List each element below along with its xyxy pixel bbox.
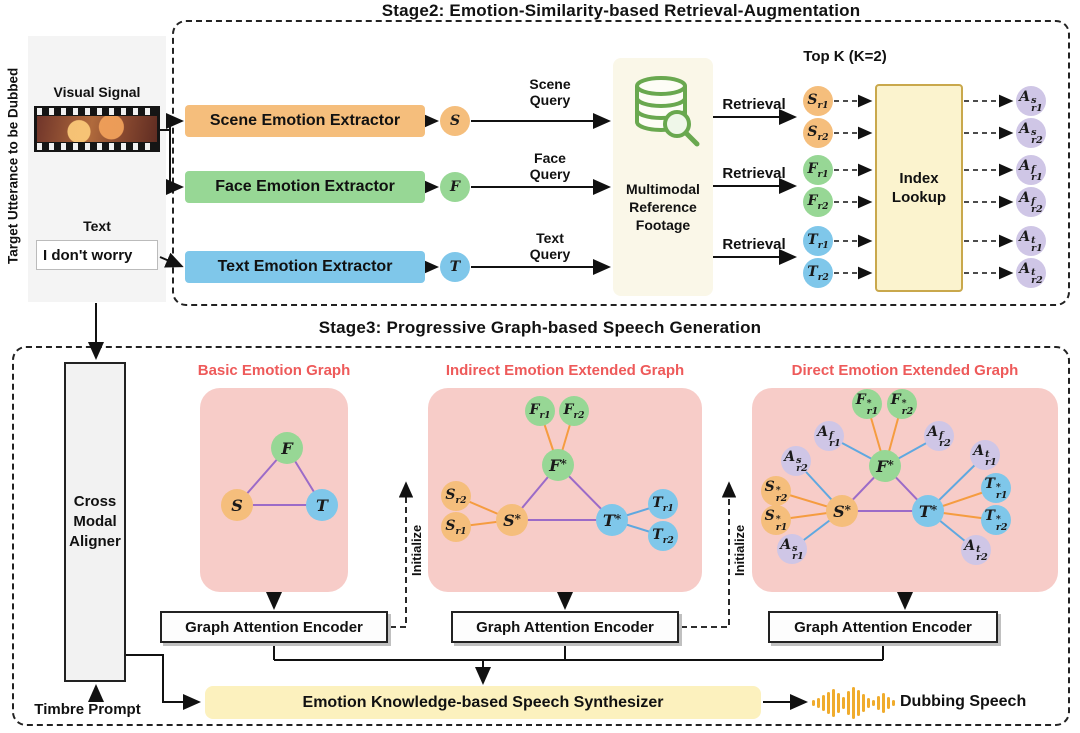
g3-node-s-star-r2: S*r2 (761, 476, 791, 506)
film-frame-image (37, 116, 157, 142)
target-utterance-side-label: Target Utterance to be Dubbed (5, 67, 21, 265)
face-emotion-extractor: Face Emotion Extractor (185, 171, 425, 203)
top-k-label: Top K (K=2) (803, 48, 887, 65)
film-sprocket-holes (37, 108, 157, 115)
retrieval-label-text: Retrieval (722, 236, 786, 253)
g2-node-t-star: T* (596, 504, 628, 536)
graph-attention-encoder-2: Graph Attention Encoder (451, 611, 679, 643)
g2-node-t-r2: Tr2 (648, 521, 678, 551)
graph-attention-encoder-3: Graph Attention Encoder (768, 611, 998, 643)
g2-node-f-r2: Fr2 (559, 396, 589, 426)
g3-node-f-star: F* (869, 450, 901, 482)
indirect-graph-title: Indirect Emotion Extended Graph (445, 362, 685, 379)
node-s-r2: Sr2 (803, 118, 833, 148)
direct-graph-title: Direct Emotion Extended Graph (791, 362, 1019, 379)
node-f-r1: Fr1 (803, 155, 833, 185)
g3-node-t-star-r1: T*r1 (981, 473, 1011, 503)
g3-node-t-star-r2: T*r2 (981, 505, 1011, 535)
retrieval-label-scene: Retrieval (722, 96, 786, 113)
magnifier-icon (663, 110, 700, 147)
index-lookup-box: Index Lookup (875, 84, 963, 292)
g1-node-f: F (271, 432, 303, 464)
database-icon (635, 76, 700, 147)
g3-node-s-star-r1: S*r1 (761, 505, 791, 535)
g3-node-f-star-r2: F*r2 (887, 389, 917, 419)
node-t-r1: Tr1 (803, 226, 833, 256)
node-s-r1: Sr1 (803, 86, 833, 116)
node-t-r2: Tr2 (803, 258, 833, 288)
text-label: Text (83, 218, 111, 234)
g2-node-f-r1: Fr1 (525, 396, 555, 426)
node-f-r2: Fr2 (803, 187, 833, 217)
graph-attention-encoder-1: Graph Attention Encoder (160, 611, 388, 643)
retrieval-label-face: Retrieval (722, 165, 786, 182)
text-utterance-box: I don't worry (36, 240, 158, 270)
g2-node-s-r1: Sr1 (441, 512, 471, 542)
initialize-label-1: Initialize (409, 524, 424, 576)
film-sprocket-holes (37, 143, 157, 150)
g2-node-f-star: F* (542, 449, 574, 481)
node-face-embedding: F (440, 172, 470, 202)
g2-node-s-star: S* (496, 504, 528, 536)
initialize-label-2: Initialize (732, 524, 747, 576)
node-text-embedding: T (440, 252, 470, 282)
cross-modal-aligner: Cross Modal Aligner (64, 362, 126, 682)
film-strip (34, 106, 160, 152)
basic-graph-title: Basic Emotion Graph (197, 362, 351, 379)
scene-emotion-extractor: Scene Emotion Extractor (185, 105, 425, 137)
visual-signal-label: Visual Signal (53, 84, 141, 100)
stage3-container (12, 346, 1070, 726)
g3-node-f-star-r1: F*r1 (852, 389, 882, 419)
g1-node-s: S (221, 489, 253, 521)
stage2-container (172, 20, 1070, 306)
timbre-prompt-label: Timbre Prompt (34, 701, 141, 718)
waveform-icon (812, 687, 895, 719)
dubbing-speech-label: Dubbing Speech (900, 693, 1027, 710)
reference-footage-label: Multimodal Reference Footage (626, 181, 700, 233)
g3-node-t-star: T* (912, 495, 944, 527)
stage2-title: Stage2: Emotion-Similarity-based Retriev… (172, 1, 1070, 21)
g2-node-s-r2: Sr2 (441, 481, 471, 511)
speech-synthesizer-box: Emotion Knowledge-based Speech Synthesiz… (205, 686, 761, 719)
g3-node-s-star: S* (826, 495, 858, 527)
target-utterance-panel: Visual Signal Text I don't worry (28, 36, 166, 302)
text-emotion-extractor: Text Emotion Extractor (185, 251, 425, 283)
g2-node-t-r1: Tr1 (648, 489, 678, 519)
g1-node-t: T (306, 489, 338, 521)
stage3-title: Stage3: Progressive Graph-based Speech G… (0, 318, 1080, 338)
node-scene-embedding: S (440, 106, 470, 136)
